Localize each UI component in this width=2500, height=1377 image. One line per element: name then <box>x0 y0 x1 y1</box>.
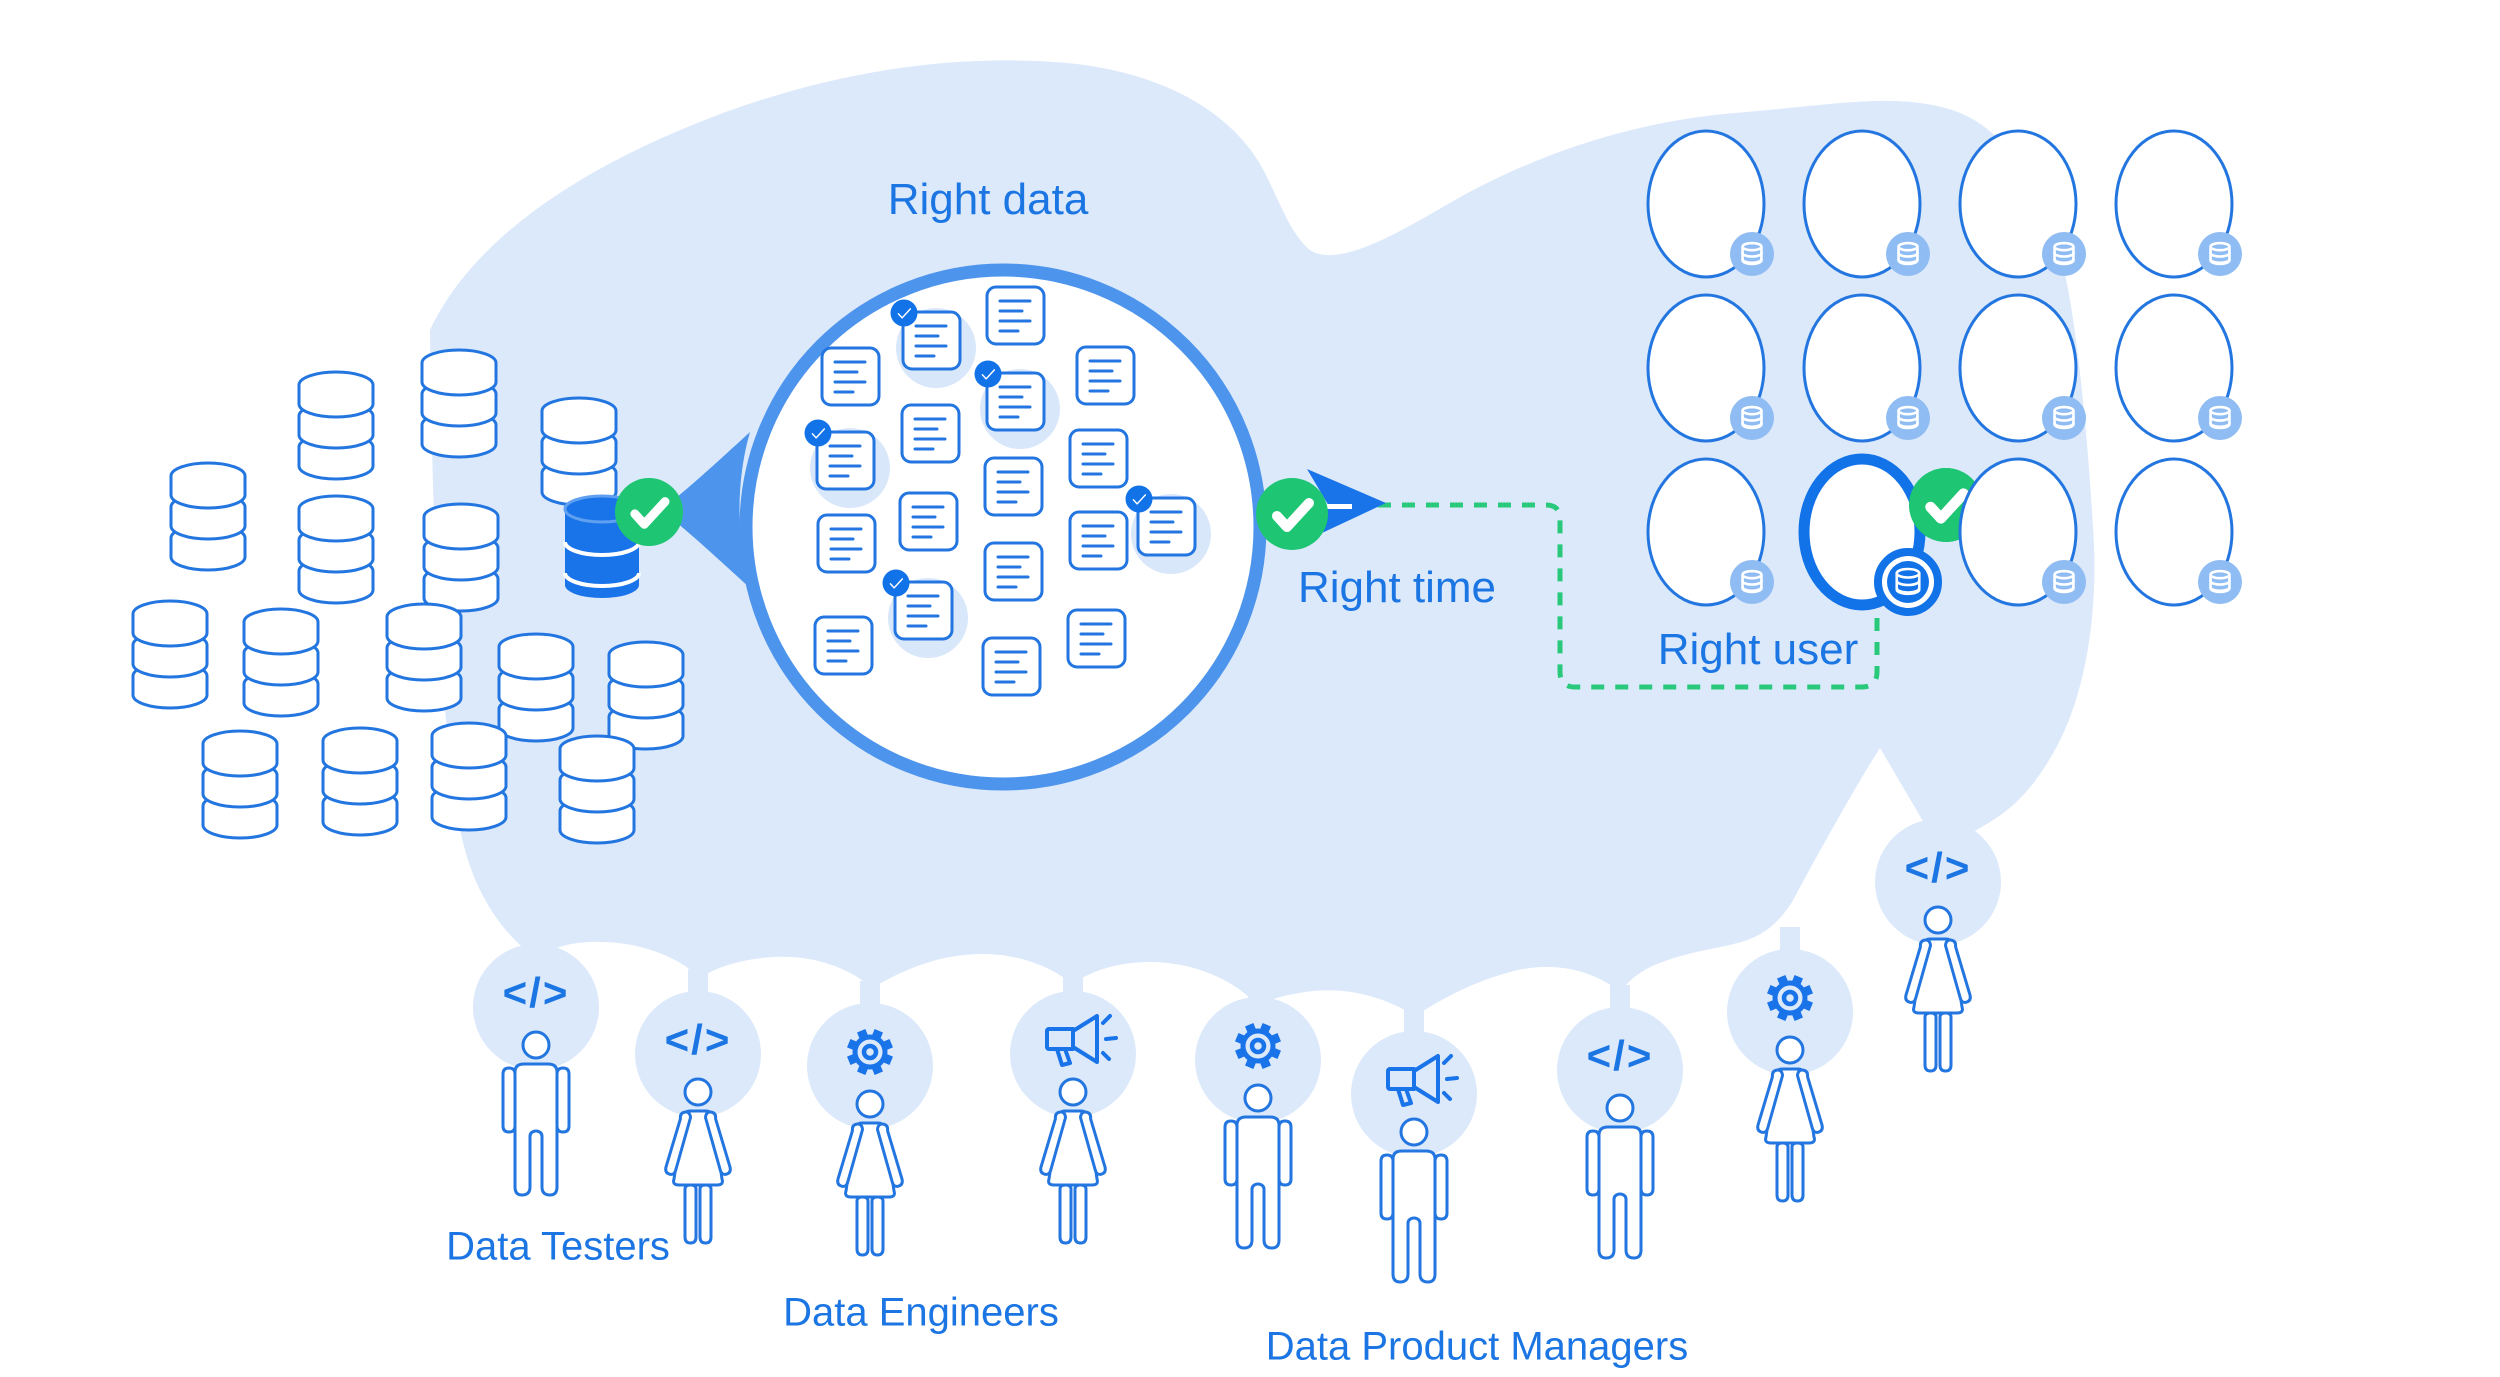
gear-icon <box>1235 1023 1281 1069</box>
database-badge-icon <box>2042 232 2086 276</box>
database-icon <box>422 502 500 613</box>
database-badge-icon <box>1730 396 1774 440</box>
svg-text:</>: </> <box>1905 844 1972 891</box>
code-icon: </> <box>665 1016 732 1063</box>
person-female-figure <box>1039 1077 1107 1245</box>
label-data-product-managers: Data Product Managers <box>1265 1324 1689 1369</box>
person-female-figure <box>1756 1035 1824 1203</box>
database-badge-icon <box>1886 396 1930 440</box>
label-right-time: Right time <box>1297 563 1497 612</box>
database-icon <box>420 348 498 459</box>
document-icon <box>900 403 961 464</box>
role-bubble <box>635 991 761 1117</box>
document-icon <box>1066 608 1127 669</box>
document-icon <box>820 346 881 407</box>
database-icon <box>131 599 209 710</box>
role-bubble <box>1557 1007 1683 1133</box>
database-icon <box>297 494 375 605</box>
database-icon <box>497 632 575 743</box>
check-icon <box>890 299 918 327</box>
database-icon <box>540 396 618 507</box>
gear-icon <box>847 1029 893 1075</box>
database-icon <box>297 370 375 481</box>
document-icon <box>981 636 1042 697</box>
person-male-figure <box>501 1030 571 1197</box>
document-icon <box>985 285 1046 346</box>
code-icon: </> <box>503 969 570 1016</box>
label-right-data: Right data <box>887 175 1089 224</box>
database-badge-icon <box>2198 232 2242 276</box>
person-female-figure <box>664 1077 732 1245</box>
document-icon <box>813 615 874 676</box>
label-data-engineers: Data Engineers <box>783 1290 1059 1335</box>
megaphone-icon <box>1386 1054 1459 1107</box>
database-badge-icon <box>1730 560 1774 604</box>
database-badge-icon <box>1730 232 1774 276</box>
person-male-figure <box>1585 1093 1655 1260</box>
circle-beak <box>660 432 750 588</box>
check-icon <box>882 569 910 597</box>
database-badge-icon <box>2198 560 2242 604</box>
database-icon <box>321 726 399 837</box>
document-icon <box>1068 510 1129 571</box>
svg-text:</>: </> <box>1587 1032 1654 1079</box>
document-icon <box>983 456 1044 517</box>
role-bubble <box>1875 819 2001 945</box>
document-checked-icon <box>893 580 954 641</box>
database-icon <box>242 607 320 718</box>
database-badge-icon <box>1886 232 1930 276</box>
person-female-figure <box>1904 905 1972 1073</box>
database-icon <box>385 602 463 713</box>
check-icon <box>1125 485 1153 513</box>
document-checked-icon <box>901 310 962 371</box>
document-checked-icon <box>1136 496 1197 557</box>
document-checked-icon <box>985 371 1046 432</box>
document-icon <box>983 541 1044 602</box>
code-icon: </> <box>1587 1032 1654 1079</box>
megaphone-icon <box>1045 1014 1118 1067</box>
document-icon <box>816 513 877 574</box>
check-icon <box>804 419 832 447</box>
person-male-figure <box>1379 1117 1449 1284</box>
database-icon <box>607 640 685 751</box>
database-icon <box>169 461 247 572</box>
database-icon <box>558 734 636 845</box>
svg-text:</>: </> <box>665 1016 732 1063</box>
person-male-figure <box>1223 1083 1293 1250</box>
database-badge-icon <box>2198 396 2242 440</box>
database-badge-icon <box>2042 396 2086 440</box>
document-checked-icon <box>815 430 876 491</box>
person-female-figure <box>836 1089 904 1257</box>
flow-dashed-path <box>1330 502 1880 690</box>
check-icon <box>974 360 1002 388</box>
gear-icon <box>1767 975 1813 1021</box>
database-icon <box>201 729 279 840</box>
label-right-user: Right user <box>1657 625 1859 674</box>
svg-text:</>: </> <box>503 969 570 1016</box>
document-icon <box>898 491 959 552</box>
database-icon <box>430 721 508 832</box>
database-badge-icon <box>2042 560 2086 604</box>
role-bubble <box>473 944 599 1070</box>
document-icon <box>1075 345 1136 406</box>
code-icon: </> <box>1905 844 1972 891</box>
document-icon <box>1068 428 1129 489</box>
database-badge-icon <box>1874 548 1942 616</box>
check-circle-icon <box>615 478 683 546</box>
label-data-testers: Data Testers <box>446 1224 670 1269</box>
check-circle-icon <box>1256 478 1328 550</box>
